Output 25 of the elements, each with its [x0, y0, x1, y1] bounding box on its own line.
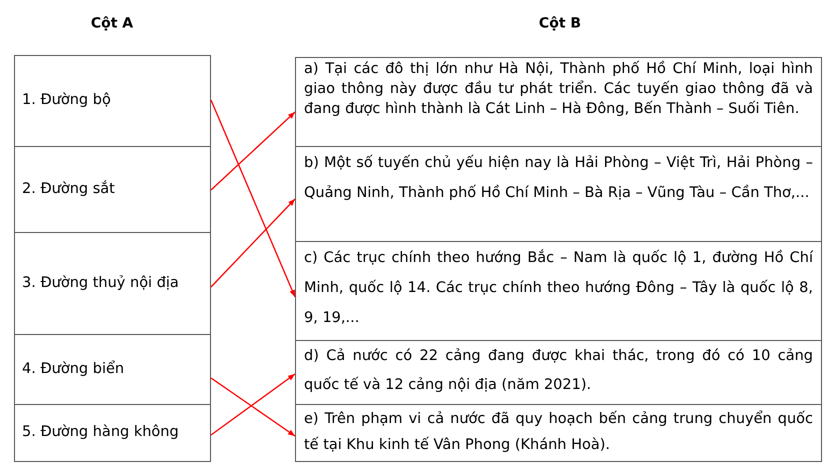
- table-cell: [295, 241, 822, 341]
- transport-type-text: 1. Đường bộ: [22, 91, 111, 110]
- table-cell: [295, 57, 822, 147]
- transport-type-text: 5. Đường hàng không: [22, 423, 179, 442]
- column-heading: Cột B: [538, 14, 582, 34]
- transport-type-text: 4. Đường biển: [22, 360, 124, 379]
- table-cell: [14, 146, 211, 233]
- column-heading: Cột A: [90, 14, 134, 34]
- description-text: e) Trên phạm vi cả nước đã quy hoạch bến cảng trung chuyển quốc tế tại Khu kinh tế Vân Phong (Khánh Hoà).: [304, 410, 813, 455]
- description-text: d) Cả nước có 22 cảng đang được khai thác, trong đó có 10 cảng quốc tế và 12 cảng nội địa (năm 2021).: [304, 347, 813, 395]
- transport-type-text: 2. Đường sắt: [22, 179, 115, 199]
- table-cell: [295, 340, 822, 405]
- description-text: a) Tại các đô thị lớn như Hà Nội, Thành phố Hồ Chí Minh, loại hình giao thông này được đầu tư phát triển. Các tuyến giao thông đã và đang được hình thành là Cát Linh – Hà Đông, Bến Thành – Suối Tiên.: [304, 60, 813, 119]
- table-cell: [14, 334, 211, 405]
- arrow: [210, 198, 296, 288]
- arrow: [210, 100, 296, 298]
- transport-type-text: 3. Đường thuỷ nội địa: [22, 274, 179, 293]
- table-cell: [295, 146, 822, 242]
- table-cell: [295, 404, 822, 462]
- description-text: b) Một số tuyến chủ yếu hiện nay là Hải Phòng – Việt Trì, Hải Phòng – Quảng Ninh, Thành phố Hồ Chí Minh – Bà Rịa – Vũng Tàu – Cần Thơ,...: [304, 154, 813, 203]
- table-cell: [14, 55, 211, 147]
- arrow: [210, 112, 296, 190]
- table-cell: [14, 404, 211, 462]
- description-text: c) Các trục chính theo hướng Bắc – Nam là quốc lộ 1, đường Hồ Chí Minh, quốc lộ 14. Các trục chính theo hướng Đông – Tây là quốc lộ 8, 9, 19,...: [304, 248, 813, 328]
- table-cell: [14, 232, 211, 335]
